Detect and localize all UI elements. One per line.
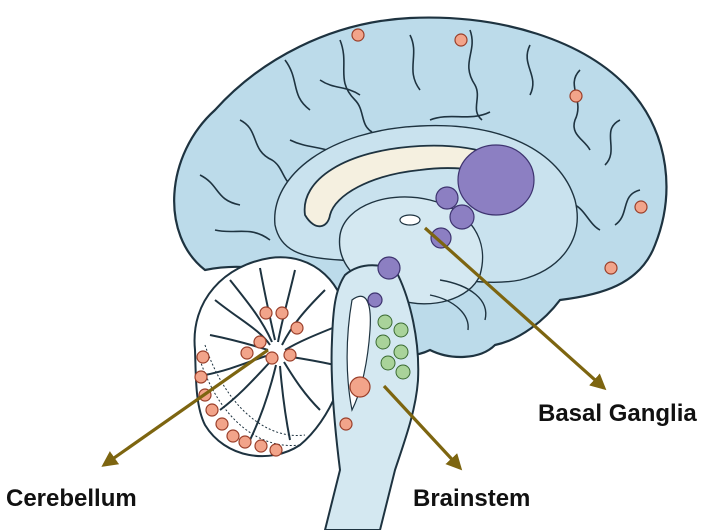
nucleus-1: [436, 187, 458, 209]
basal-ganglia-label: Basal Ganglia: [538, 402, 697, 426]
nucleus-5: [368, 293, 382, 307]
brainstem-label: Brainstem: [413, 487, 530, 511]
cerebellum-label: Cerebellum: [6, 487, 137, 511]
striatum-nucleus: [458, 145, 534, 215]
nucleus-2: [450, 205, 474, 229]
ventricle-opening: [400, 215, 420, 225]
nucleus-4: [378, 257, 400, 279]
